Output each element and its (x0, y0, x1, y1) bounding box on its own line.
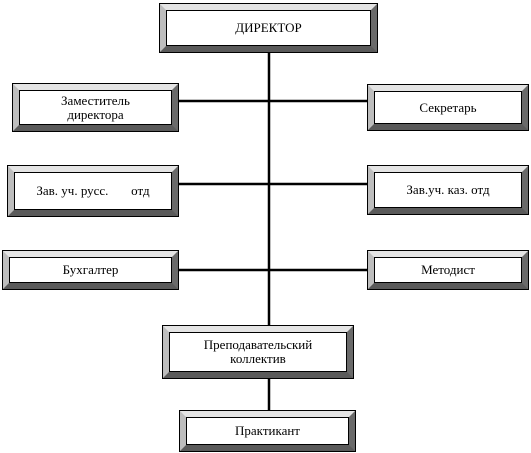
deputy-director-box: Заместитель директора (12, 83, 179, 132)
intern-label: Практикант (235, 423, 300, 438)
accountant-box: Бухгалтер (2, 250, 179, 290)
accountant-label: Бухгалтер (62, 262, 119, 277)
intern-box: Практикант (179, 410, 356, 452)
teaching-staff-box: Преподавательский коллектив (162, 325, 354, 379)
teaching-staff-label: Преподавательский коллектив (203, 337, 313, 366)
director-box: ДИРЕКТОР (159, 3, 378, 53)
head-russian-dept-box: Зав. уч. русс. отд (7, 165, 179, 217)
director-label: ДИРЕКТОР (235, 20, 302, 35)
head-russian-dept-label: Зав. уч. русс. отд (36, 183, 150, 198)
head-kazakh-dept-label: Зав.уч. каз. отд (406, 182, 490, 197)
methodologist-label: Методист (421, 262, 475, 277)
secretary-label: Секретарь (419, 99, 477, 115)
head-kazakh-dept-box: Зав.уч. каз. отд (367, 165, 529, 215)
methodologist-box: Методист (367, 250, 529, 290)
deputy-director-label: Заместитель директора (61, 92, 130, 122)
secretary-box: Секретарь (367, 84, 529, 131)
